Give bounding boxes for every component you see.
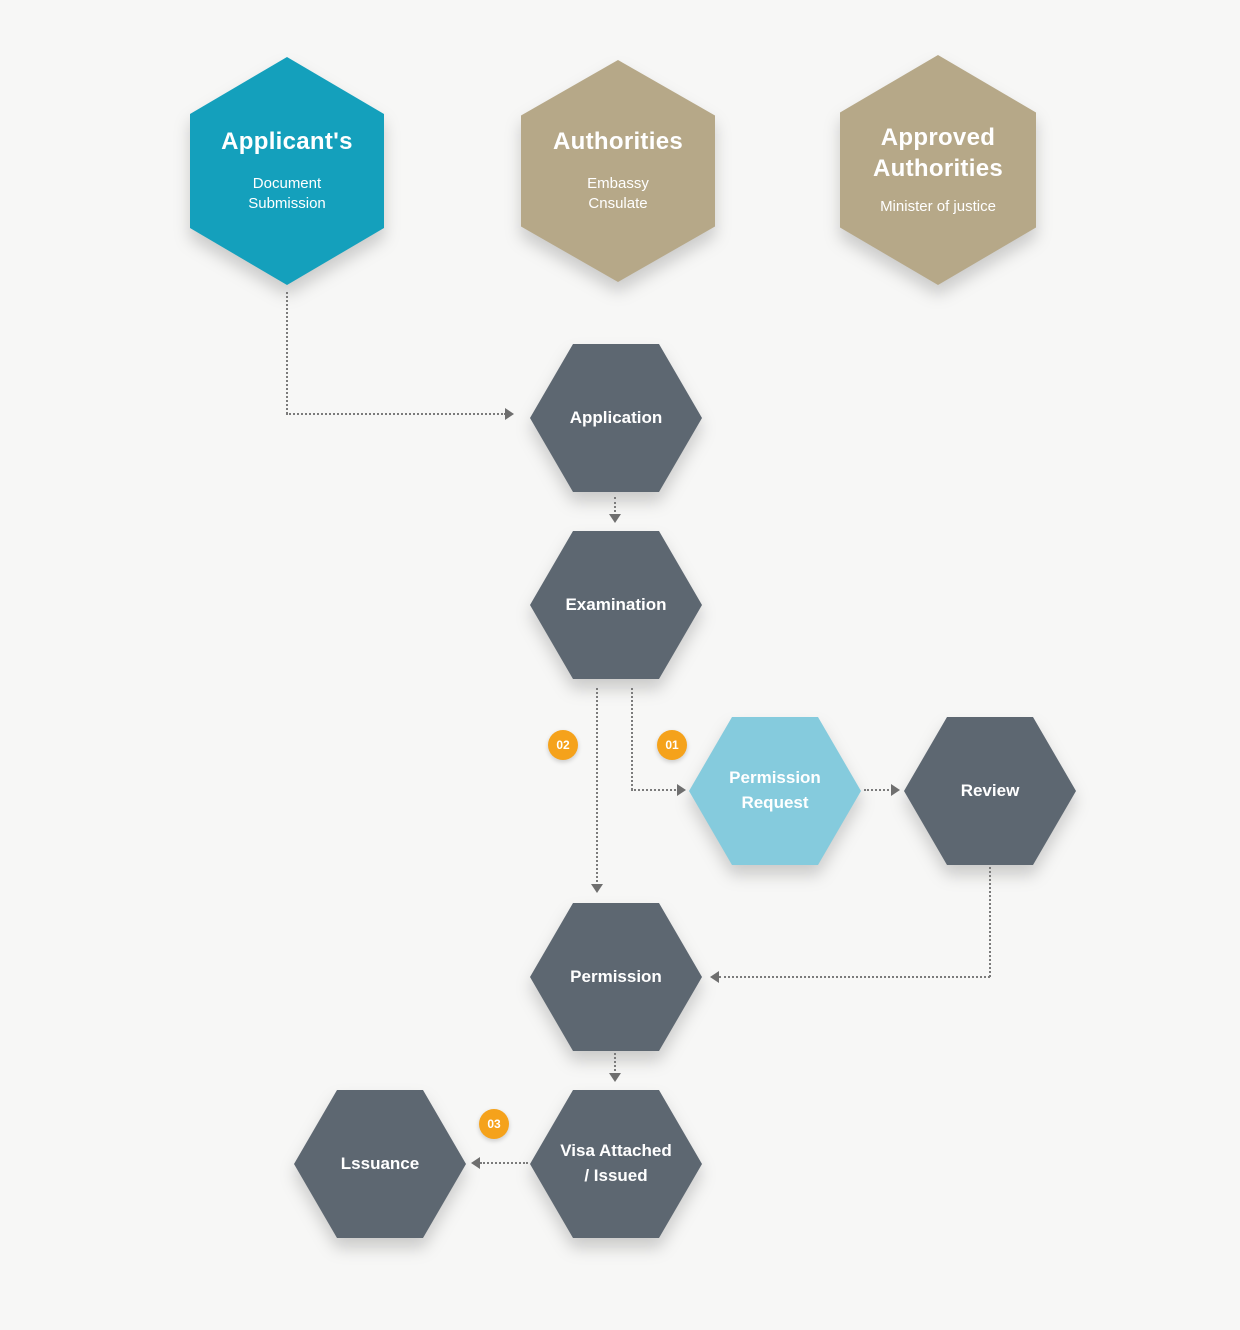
node-visa-attached-issued-hexagon: Visa Attached / Issued xyxy=(530,1090,702,1238)
node-review-label: Review xyxy=(960,780,1020,800)
header-authorities-subtitle: Embassy Cnsulate xyxy=(587,174,649,215)
node-issuance-hexagon: Lssuance xyxy=(294,1090,466,1238)
header-applicants-subtitle: Document Submission xyxy=(248,174,326,215)
node-issuance: Lssuance xyxy=(294,1090,466,1238)
arrowhead-into-visa-icon xyxy=(609,1073,621,1082)
node-examination-hexagon: Examination xyxy=(530,531,702,679)
title-line: Authorities xyxy=(873,154,1003,182)
label-line: Visa Attached xyxy=(560,1141,672,1161)
header-approved-authorities-subtitle: Minister of justice xyxy=(880,197,996,215)
connector-examination-to-permission-request-horizontal xyxy=(631,789,679,791)
header-applicants: Applicant's Document Submission xyxy=(190,57,384,285)
node-permission-label: Permission xyxy=(570,966,662,986)
node-review: Review xyxy=(904,717,1076,865)
header-approved-authorities: Approved Authorities Minister of justice xyxy=(840,55,1036,285)
node-visa-attached-issued-label: Visa Attached / Issued xyxy=(560,1139,672,1188)
header-approved-authorities-hexagon: Approved Authorities Minister of justice xyxy=(840,55,1036,285)
header-authorities-title: Authorities xyxy=(553,128,683,156)
header-applicants-title: Applicant's xyxy=(221,128,353,156)
node-examination-label: Examination xyxy=(565,594,667,614)
header-approved-authorities-title: Approved Authorities xyxy=(873,123,1003,184)
arrowhead-into-permission-right-icon xyxy=(710,971,719,983)
node-review-hexagon: Review xyxy=(904,717,1076,865)
node-application: Application xyxy=(530,344,702,492)
node-application-label: Application xyxy=(569,407,663,427)
title-line: Approved xyxy=(880,124,996,152)
badge-step-03: 03 xyxy=(479,1109,509,1139)
connector-review-to-permission-vertical xyxy=(989,867,991,977)
connector-permission-to-visa xyxy=(614,1053,616,1075)
node-examination: Examination xyxy=(530,531,702,679)
node-issuance-label: Lssuance xyxy=(340,1153,420,1173)
arrowhead-into-review-icon xyxy=(891,784,900,796)
connector-examination-to-permission-request-vertical xyxy=(631,688,633,790)
connector-examination-to-permission xyxy=(596,688,598,886)
connector-review-to-permission-horizontal xyxy=(719,976,990,978)
header-authorities-hexagon: Authorities Embassy Cnsulate xyxy=(521,60,715,282)
connector-applicants-to-application-horizontal xyxy=(286,413,506,415)
arrowhead-into-issuance-icon xyxy=(471,1157,480,1169)
label-line: Permission xyxy=(729,768,821,788)
node-permission-request-hexagon: Permission Request xyxy=(689,717,861,865)
arrowhead-into-examination-icon xyxy=(609,514,621,523)
subtitle-line: Document xyxy=(252,175,322,193)
node-permission-request: Permission Request xyxy=(689,717,861,865)
badge-step-02: 02 xyxy=(548,730,578,760)
badge-step-01: 01 xyxy=(657,730,687,760)
arrowhead-into-permission-top-icon xyxy=(591,884,603,893)
label-line: / Issued xyxy=(584,1166,648,1185)
node-permission: Permission xyxy=(530,903,702,1051)
connector-applicants-to-application-vertical xyxy=(286,292,288,414)
node-permission-request-label: Permission Request xyxy=(729,766,821,815)
arrowhead-into-application-icon xyxy=(505,408,514,420)
header-authorities: Authorities Embassy Cnsulate xyxy=(521,60,715,282)
node-application-hexagon: Application xyxy=(530,344,702,492)
header-applicants-hexagon: Applicant's Document Submission xyxy=(190,57,384,285)
connector-permission-request-to-review xyxy=(864,789,893,791)
node-permission-hexagon: Permission xyxy=(530,903,702,1051)
subtitle-line: Submission xyxy=(248,195,326,213)
connector-visa-to-issuance xyxy=(480,1162,528,1164)
node-visa-attached-issued: Visa Attached / Issued xyxy=(530,1090,702,1238)
label-line: Request xyxy=(741,793,809,812)
connector-application-to-examination xyxy=(614,497,616,516)
subtitle-line: Cnsulate xyxy=(588,195,648,213)
arrowhead-into-permission-request-icon xyxy=(677,784,686,796)
subtitle-line: Embassy xyxy=(587,175,649,193)
